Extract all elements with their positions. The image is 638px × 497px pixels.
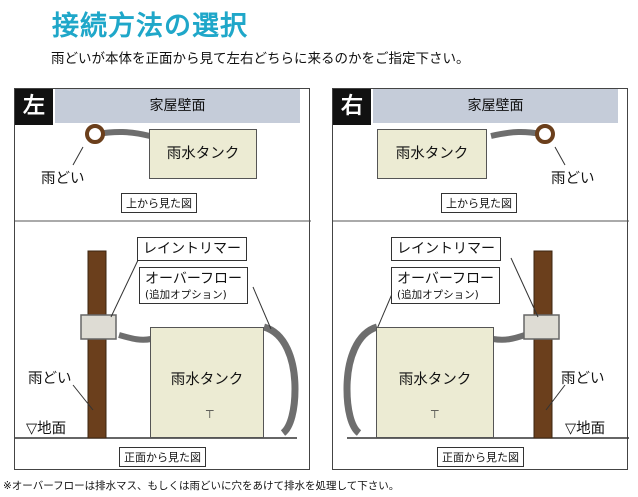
top-view-gutter-label: 雨どい xyxy=(41,171,85,187)
front-gutter-leader-line xyxy=(72,384,94,411)
leintrimmer-callout: レイントリマー xyxy=(391,237,501,261)
downspout-pipe xyxy=(87,250,107,439)
badge-right: 右 xyxy=(333,89,371,125)
faucet-icon: ⊤ xyxy=(430,408,440,421)
front-view-caption: 正面から見た図 xyxy=(437,447,524,467)
panel-left-drawing xyxy=(15,124,311,439)
top-view-gutter-label: 雨どい xyxy=(551,171,595,187)
top-view-tank: 雨水タンク xyxy=(377,129,487,179)
leintrimmer-leader-line xyxy=(510,257,539,318)
leintrimmer-box xyxy=(80,314,117,340)
ground-label: ▽地面 xyxy=(26,421,67,437)
overflow-option-label: (追加オプション) xyxy=(397,289,479,301)
faucet-icon: ⊤ xyxy=(205,408,215,421)
overflow-label: オーバーフロー xyxy=(145,271,243,287)
house-wall: 家屋壁面 xyxy=(55,89,300,123)
front-view-tank-label: 雨水タンク xyxy=(170,372,244,388)
overflow-label: オーバーフロー xyxy=(397,271,495,287)
downspout-ring-icon xyxy=(535,124,555,144)
panel-right-drawing xyxy=(333,124,629,439)
overflow-callout: オーバーフロー (追加オプション) xyxy=(139,267,249,304)
panel-left[interactable]: 左 家屋壁面 雨水タンク 雨どい 上から見た図 レイントリマー オーバーフロー … xyxy=(14,88,311,470)
page-title: 接続方法の選択 xyxy=(52,11,248,42)
top-view-caption: 上から見た図 xyxy=(441,193,517,213)
front-view-caption: 正面から見た図 xyxy=(119,447,206,467)
badge-left: 左 xyxy=(15,89,53,125)
overflow-leader-line xyxy=(252,286,272,330)
gutter-leader-line xyxy=(554,146,566,166)
front-view-tank-label: 雨水タンク xyxy=(398,372,472,388)
page-subtitle: 雨どいが本体を正面から見て左右どちらに来るのかをご指定下さい。 xyxy=(51,51,470,67)
overflow-callout: オーバーフロー (追加オプション) xyxy=(391,267,501,304)
front-connection-hose xyxy=(492,332,526,343)
downspout-ring-icon xyxy=(85,124,105,144)
top-view-hose xyxy=(490,128,542,139)
overflow-hose xyxy=(343,323,379,436)
front-connection-hose xyxy=(118,332,152,343)
ground-label: ▽地面 xyxy=(565,421,606,437)
panel-right[interactable]: 右 家屋壁面 雨水タンク 雨どい 上から見た図 レイントリマー オーバーフロー … xyxy=(332,88,629,470)
leintrimmer-callout: レイントリマー xyxy=(137,237,247,261)
house-wall: 家屋壁面 xyxy=(373,89,618,123)
front-view-gutter-label: 雨どい xyxy=(561,371,605,387)
overflow-option-label: (追加オプション) xyxy=(145,289,227,301)
footnote: ※オーバーフローは排水マス、もしくは雨どいに穴をあけて排水を処理して下さい。 xyxy=(3,480,400,492)
top-view-caption: 上から見た図 xyxy=(121,193,197,213)
overflow-hose xyxy=(262,323,299,436)
front-view-tank: 雨水タンク xyxy=(150,327,264,438)
leintrimmer-box xyxy=(523,314,560,340)
front-view-gutter-label: 雨どい xyxy=(28,371,72,387)
front-view-tank: 雨水タンク xyxy=(376,327,494,438)
gutter-leader-line xyxy=(72,146,84,166)
downspout-pipe xyxy=(533,250,553,439)
front-gutter-leader-line xyxy=(545,384,566,411)
top-view-tank: 雨水タンク xyxy=(149,129,257,179)
leintrimmer-leader-line xyxy=(110,257,140,318)
